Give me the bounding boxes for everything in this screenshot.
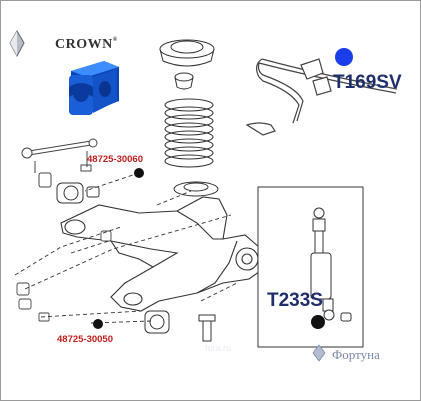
leader-lines [14,172,238,324]
marker-48725-30050 [93,319,103,329]
callout-marker-t169sv [335,48,353,66]
crown-emblem-icon [9,30,25,58]
fortuna-watermark: Фортуна [332,347,380,362]
small-bushings-left [16,230,112,322]
faint-watermark: fora.ru [205,343,232,353]
part-number-48725-30050: 48725-30050 [57,334,113,345]
stabilizer-bar [245,58,398,136]
brand-name: CROWN® [55,37,118,53]
marker-48725-30060 [134,168,144,178]
bushing-48725-30050 [144,310,216,342]
part-number-48725-30060: 48725-30060 [87,154,143,165]
rear-axle-housing [60,196,264,312]
coil-spring-assembly [159,39,219,197]
callout-marker-t233s [311,315,325,329]
fortuna-logo-icon [312,344,326,362]
bushing-48725-30060 [56,182,100,204]
stabilizer-bushing-image [69,61,119,115]
shock-absorber-inset [257,186,364,348]
stabilizer-link-rod [21,138,98,188]
callout-t233s: T233S [267,290,323,311]
callout-t169sv: T169SV [333,72,402,93]
registered-mark: ® [112,37,118,43]
brand-name-text: CROWN [55,37,113,52]
